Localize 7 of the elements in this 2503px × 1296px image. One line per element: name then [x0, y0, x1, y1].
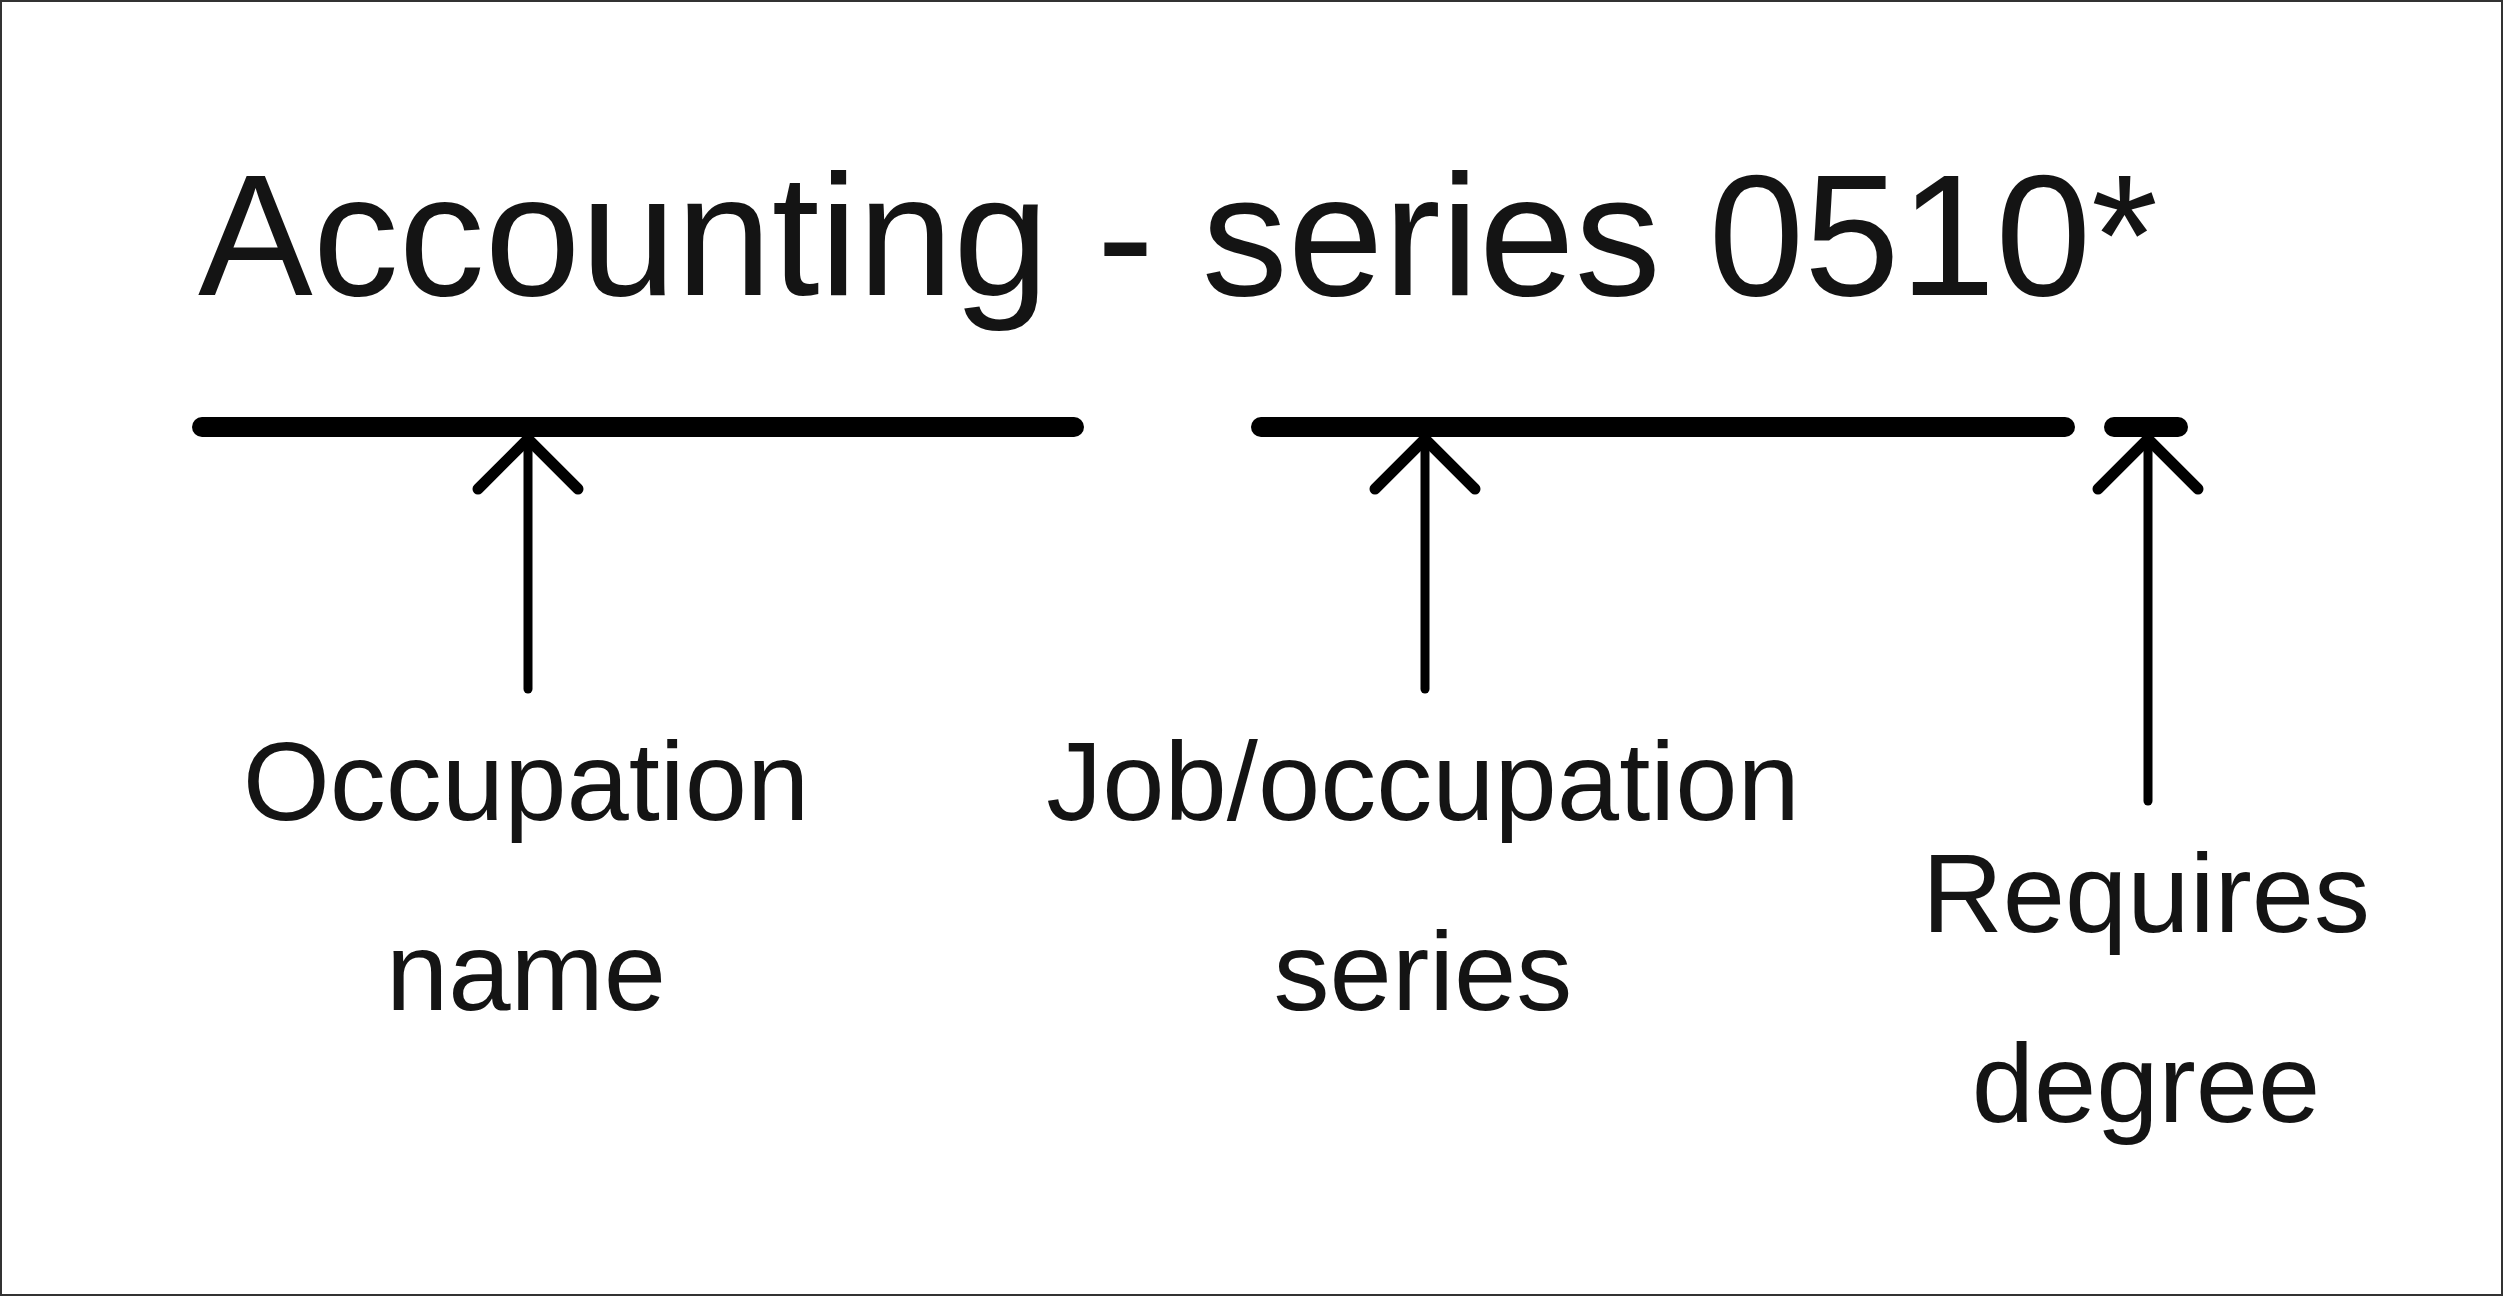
- callout-label: Job/occupation series: [993, 687, 1853, 1067]
- callout-label: Requires degree: [1906, 799, 2386, 1179]
- callout-label: Occupation name: [176, 687, 876, 1067]
- underline-bar: [2104, 417, 2188, 437]
- underline-bar: [192, 417, 1084, 437]
- series-heading: Accounting - series 0510*: [197, 138, 2160, 333]
- underline-bar: [1251, 417, 2075, 437]
